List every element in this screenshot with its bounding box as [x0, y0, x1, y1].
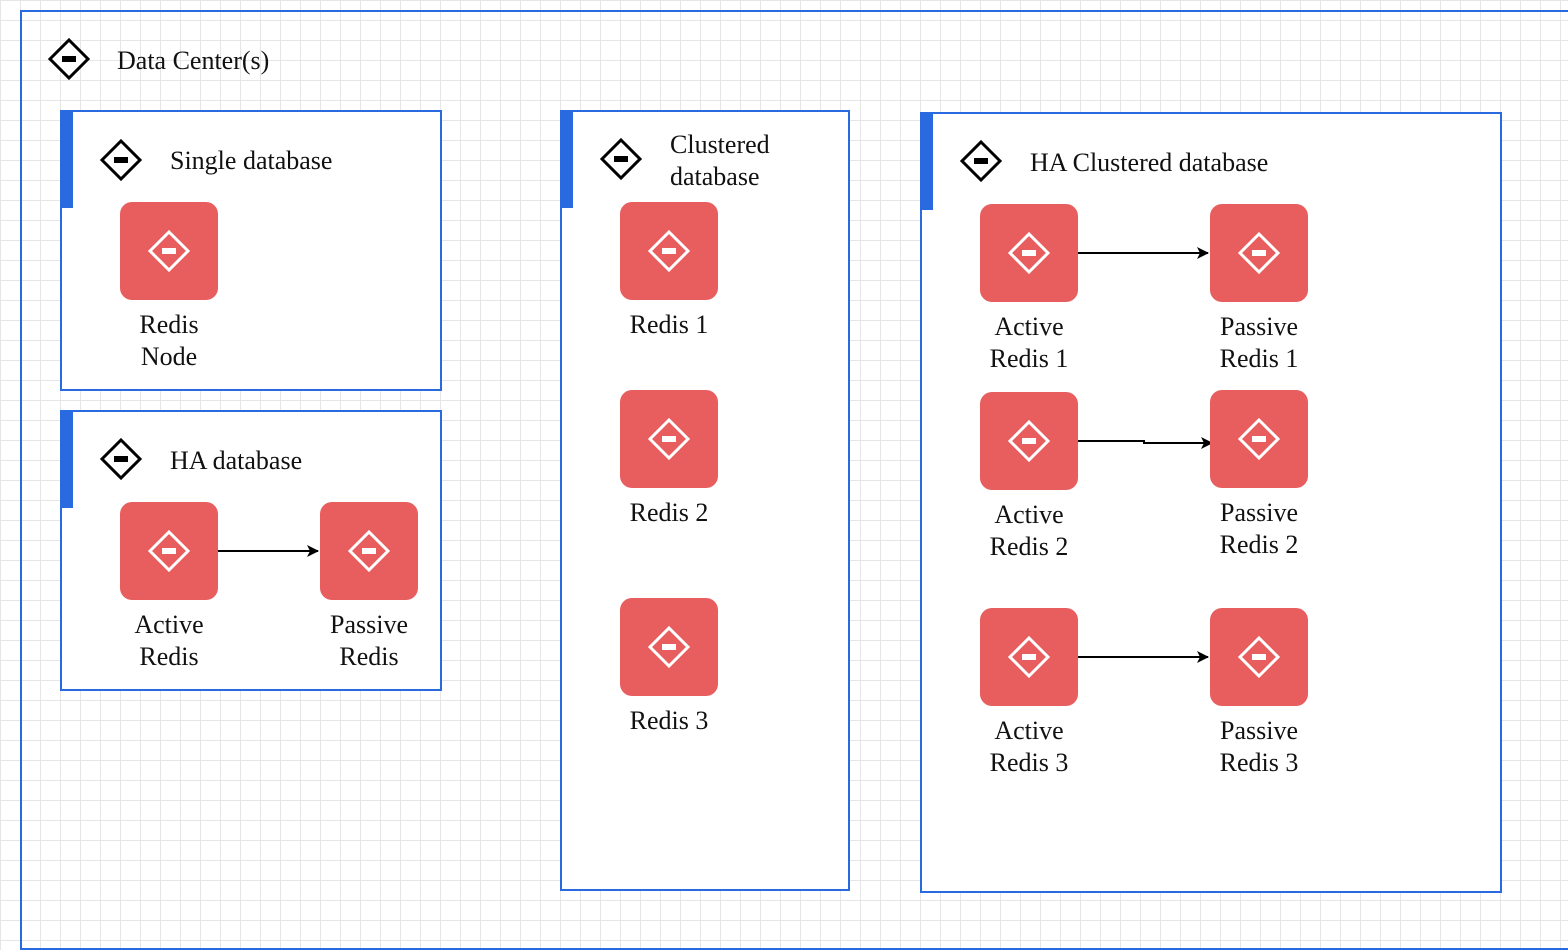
data-center-label: Data Center(s) [117, 46, 270, 75]
redis-node-passive-1[interactable] [1210, 204, 1308, 302]
redis-node-label: Active Redis 1 [989, 312, 1069, 373]
redis-diamond-icon [647, 625, 691, 669]
redis-diamond-icon [147, 229, 191, 273]
redis-diamond-icon [1237, 635, 1281, 679]
redis-diamond-icon [1237, 231, 1281, 275]
redis-node-cluster-3[interactable] [620, 598, 718, 696]
redis-node-active[interactable] [120, 502, 218, 600]
data-center-icon [47, 37, 91, 81]
group-label-clustered: Clustered database [670, 130, 770, 191]
redis-node-cluster-2[interactable] [620, 390, 718, 488]
redis-node-label: Passive Redis [330, 610, 408, 671]
group-accent-bar [60, 110, 73, 208]
group-icon [99, 138, 143, 182]
redis-diamond-icon [1237, 417, 1281, 461]
redis-diamond-icon [647, 229, 691, 273]
redis-diamond-icon [347, 529, 391, 573]
redis-node-passive[interactable] [320, 502, 418, 600]
redis-node-label: Redis Node [139, 310, 199, 371]
redis-node-active-1[interactable] [980, 204, 1078, 302]
redis-diamond-icon [647, 417, 691, 461]
redis-diamond-icon [147, 529, 191, 573]
redis-node[interactable] [120, 202, 218, 300]
redis-node-label: Redis 3 [629, 706, 709, 735]
group-icon [99, 437, 143, 481]
group-label-ha: HA database [170, 446, 303, 475]
group-icon [959, 139, 1003, 183]
redis-node-label: Active Redis 3 [989, 716, 1069, 777]
redis-node-label: Active Redis 2 [989, 500, 1069, 561]
redis-node-label: Redis 1 [629, 310, 709, 339]
redis-node-label: Passive Redis 1 [1219, 312, 1299, 373]
group-icon [599, 137, 643, 181]
redis-diamond-icon [1007, 635, 1051, 679]
group-accent-bar [60, 410, 73, 508]
redis-diamond-icon [1007, 419, 1051, 463]
redis-node-active-3[interactable] [980, 608, 1078, 706]
redis-node-active-2[interactable] [980, 392, 1078, 490]
redis-diamond-icon [1007, 231, 1051, 275]
redis-node-passive-3[interactable] [1210, 608, 1308, 706]
redis-node-label: Passive Redis 3 [1219, 716, 1299, 777]
redis-node-label: Active Redis [134, 610, 204, 671]
group-accent-bar [920, 112, 933, 210]
group-label-ha-clustered: HA Clustered database [1030, 148, 1269, 177]
redis-node-passive-2[interactable] [1210, 390, 1308, 488]
redis-node-label: Redis 2 [629, 498, 709, 527]
group-accent-bar [560, 110, 573, 208]
redis-node-label: Passive Redis 2 [1219, 498, 1299, 559]
redis-node-cluster-1[interactable] [620, 202, 718, 300]
group-label-single: Single database [170, 146, 333, 175]
